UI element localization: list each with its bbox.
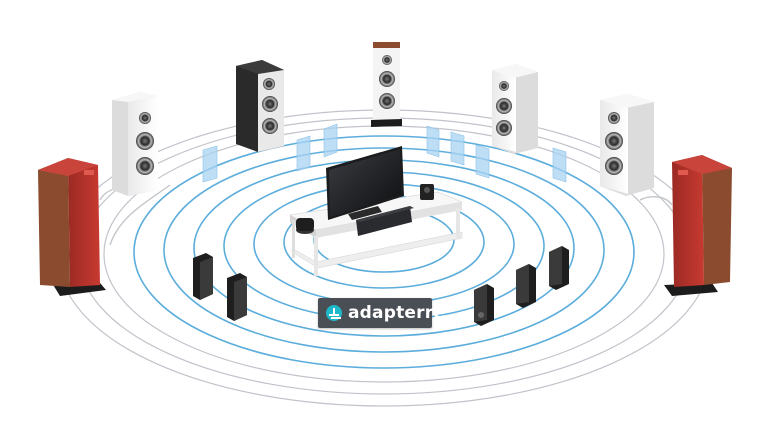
- red-tower-speaker-right: [664, 155, 732, 296]
- soundbar: [356, 206, 414, 236]
- sound-panel: [323, 123, 338, 158]
- white-tower-speaker-right-inner: [492, 64, 538, 154]
- adapterre-logo-badge: adapterre: [318, 298, 445, 328]
- sound-wave-ring: [133, 135, 635, 369]
- sound-panel: [475, 144, 490, 179]
- center-tower-speaker: [371, 42, 402, 127]
- floor-speaker-left-2: [227, 273, 247, 321]
- white-tower-speaker-right: [600, 94, 654, 196]
- black-tower-speaker: [236, 60, 284, 152]
- sound-panel: [426, 125, 440, 158]
- power-plug-icon: [326, 305, 342, 321]
- satellite-speaker-left: [296, 218, 314, 234]
- sound-panel: [296, 135, 311, 172]
- floor-speaker-left-1: [193, 253, 213, 300]
- sound-panel: [450, 131, 465, 166]
- satellite-speaker-right: [420, 184, 434, 200]
- floor-speaker-right-1: [474, 284, 494, 326]
- sound-panel: [202, 145, 218, 183]
- floor-speaker-right-2: [516, 264, 536, 308]
- floor-speaker-right-3: [549, 246, 569, 290]
- sound-panel: [552, 147, 567, 183]
- television: [326, 146, 404, 220]
- sound-panels: [202, 123, 567, 183]
- logo-text: adapterre: [348, 302, 446, 323]
- sound-wave-ring: [163, 147, 605, 353]
- white-tower-speaker-left: [112, 92, 158, 196]
- red-tower-speaker-left: [38, 158, 106, 296]
